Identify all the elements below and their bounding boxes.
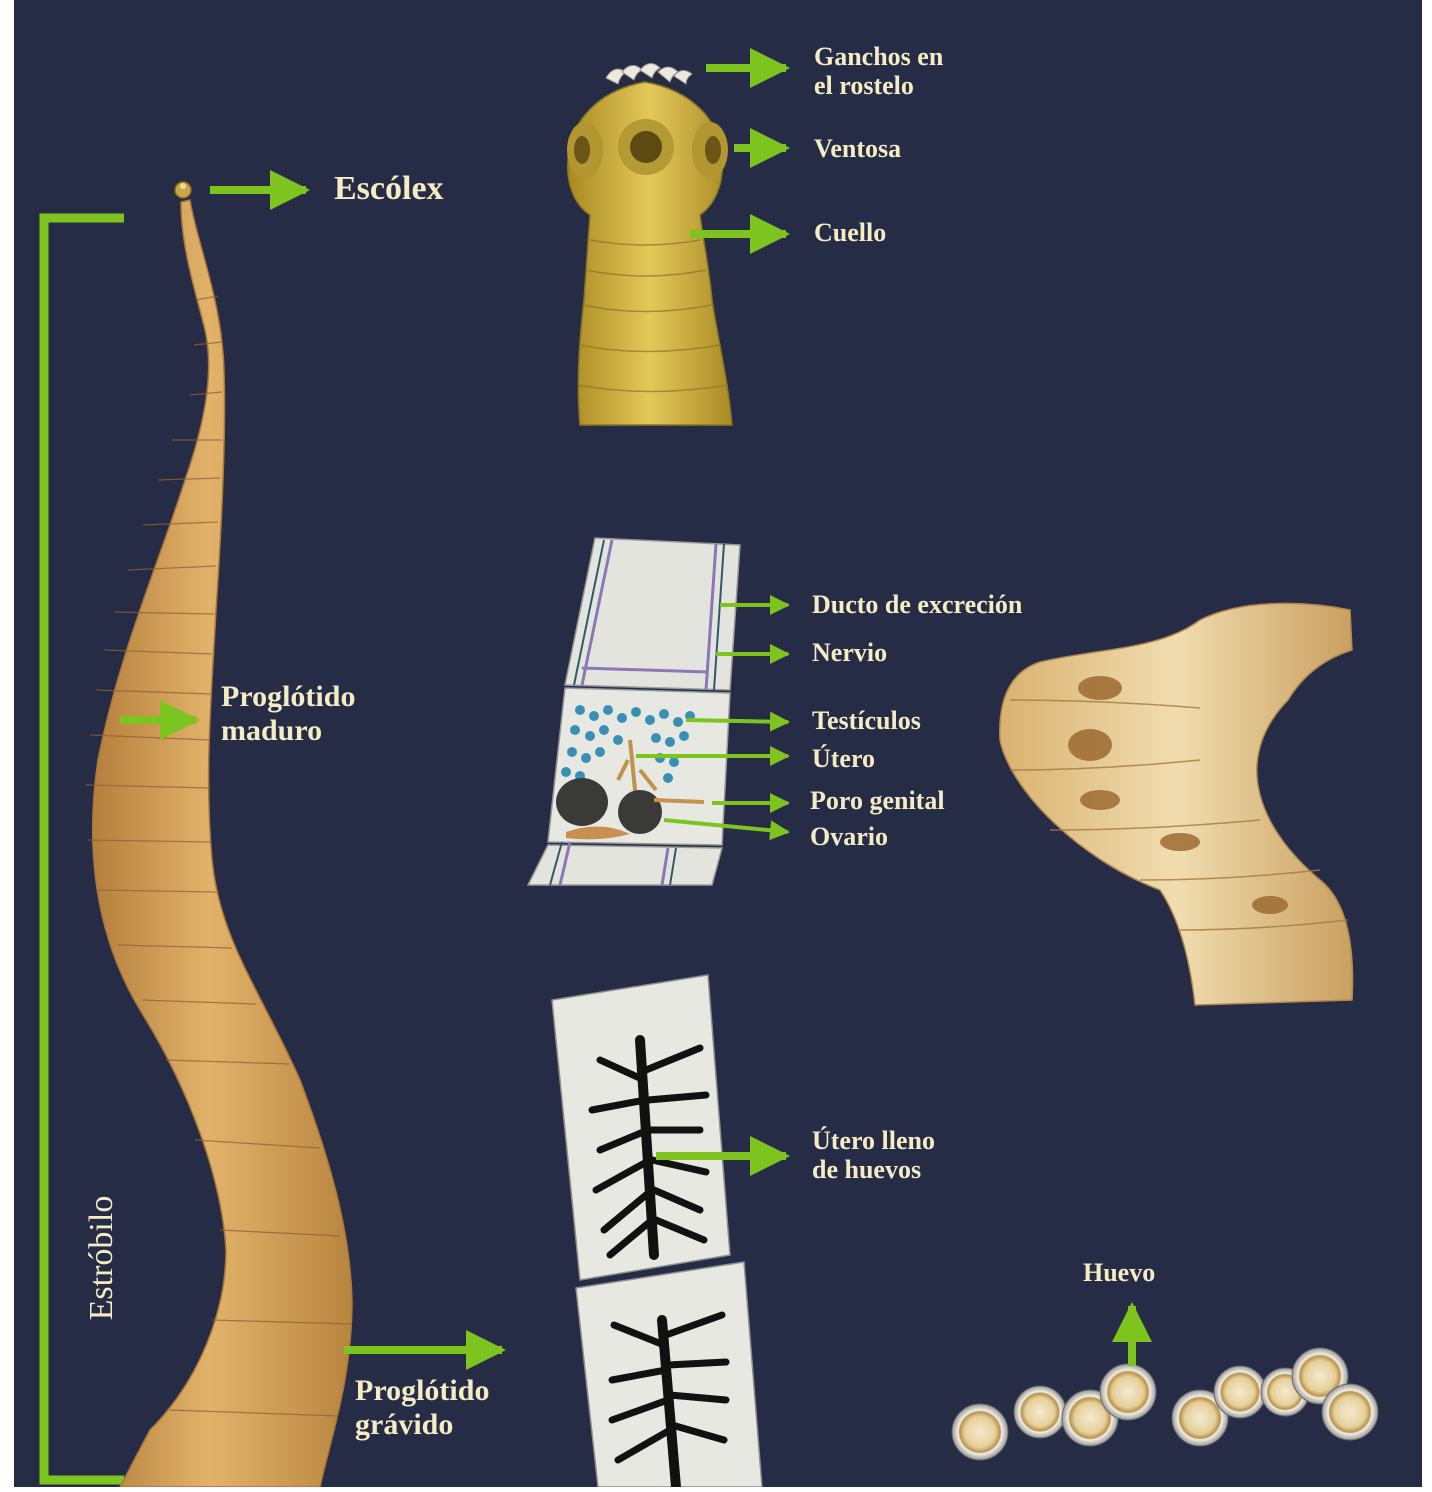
label-testiculos: Testículos	[812, 706, 921, 735]
label-progl-maduro: Proglótido maduro	[221, 680, 355, 747]
arrow-testiculos	[686, 720, 788, 722]
label-ventosa: Ventosa	[814, 134, 901, 163]
label-ganchos: Ganchos en el rostelo	[814, 42, 943, 100]
label-ducto: Ducto de excreción	[812, 590, 1022, 619]
label-estrobilo: Estróbilo	[83, 1196, 120, 1321]
label-utero: Útero	[812, 744, 875, 773]
label-progl-gravido: Proglótido grávido	[355, 1374, 489, 1441]
label-poro: Poro genital	[810, 786, 945, 815]
label-nervio: Nervio	[812, 638, 887, 667]
label-utero-lleno: Útero lleno de huevos	[812, 1126, 935, 1184]
label-ovario: Ovario	[810, 822, 888, 851]
label-cuello: Cuello	[814, 218, 886, 247]
label-huevo: Huevo	[1083, 1258, 1155, 1287]
label-escolex: Escólex	[334, 170, 444, 208]
